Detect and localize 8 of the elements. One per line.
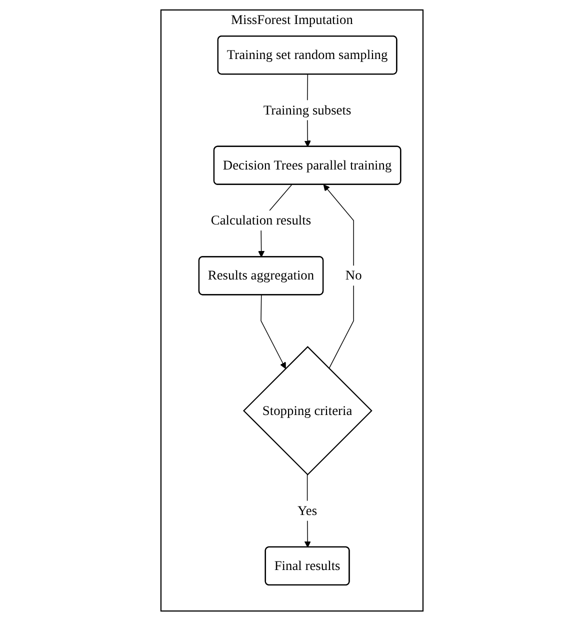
edge-label: Training subsets — [262, 102, 351, 118]
edge-label: Calculation results — [210, 212, 311, 228]
node-diamond: Stopping criteria — [242, 346, 372, 476]
edge-label: Yes — [297, 502, 317, 518]
edge-label: No — [344, 268, 362, 283]
arrow — [260, 294, 286, 369]
arrow — [304, 474, 310, 548]
arrow — [322, 184, 354, 369]
